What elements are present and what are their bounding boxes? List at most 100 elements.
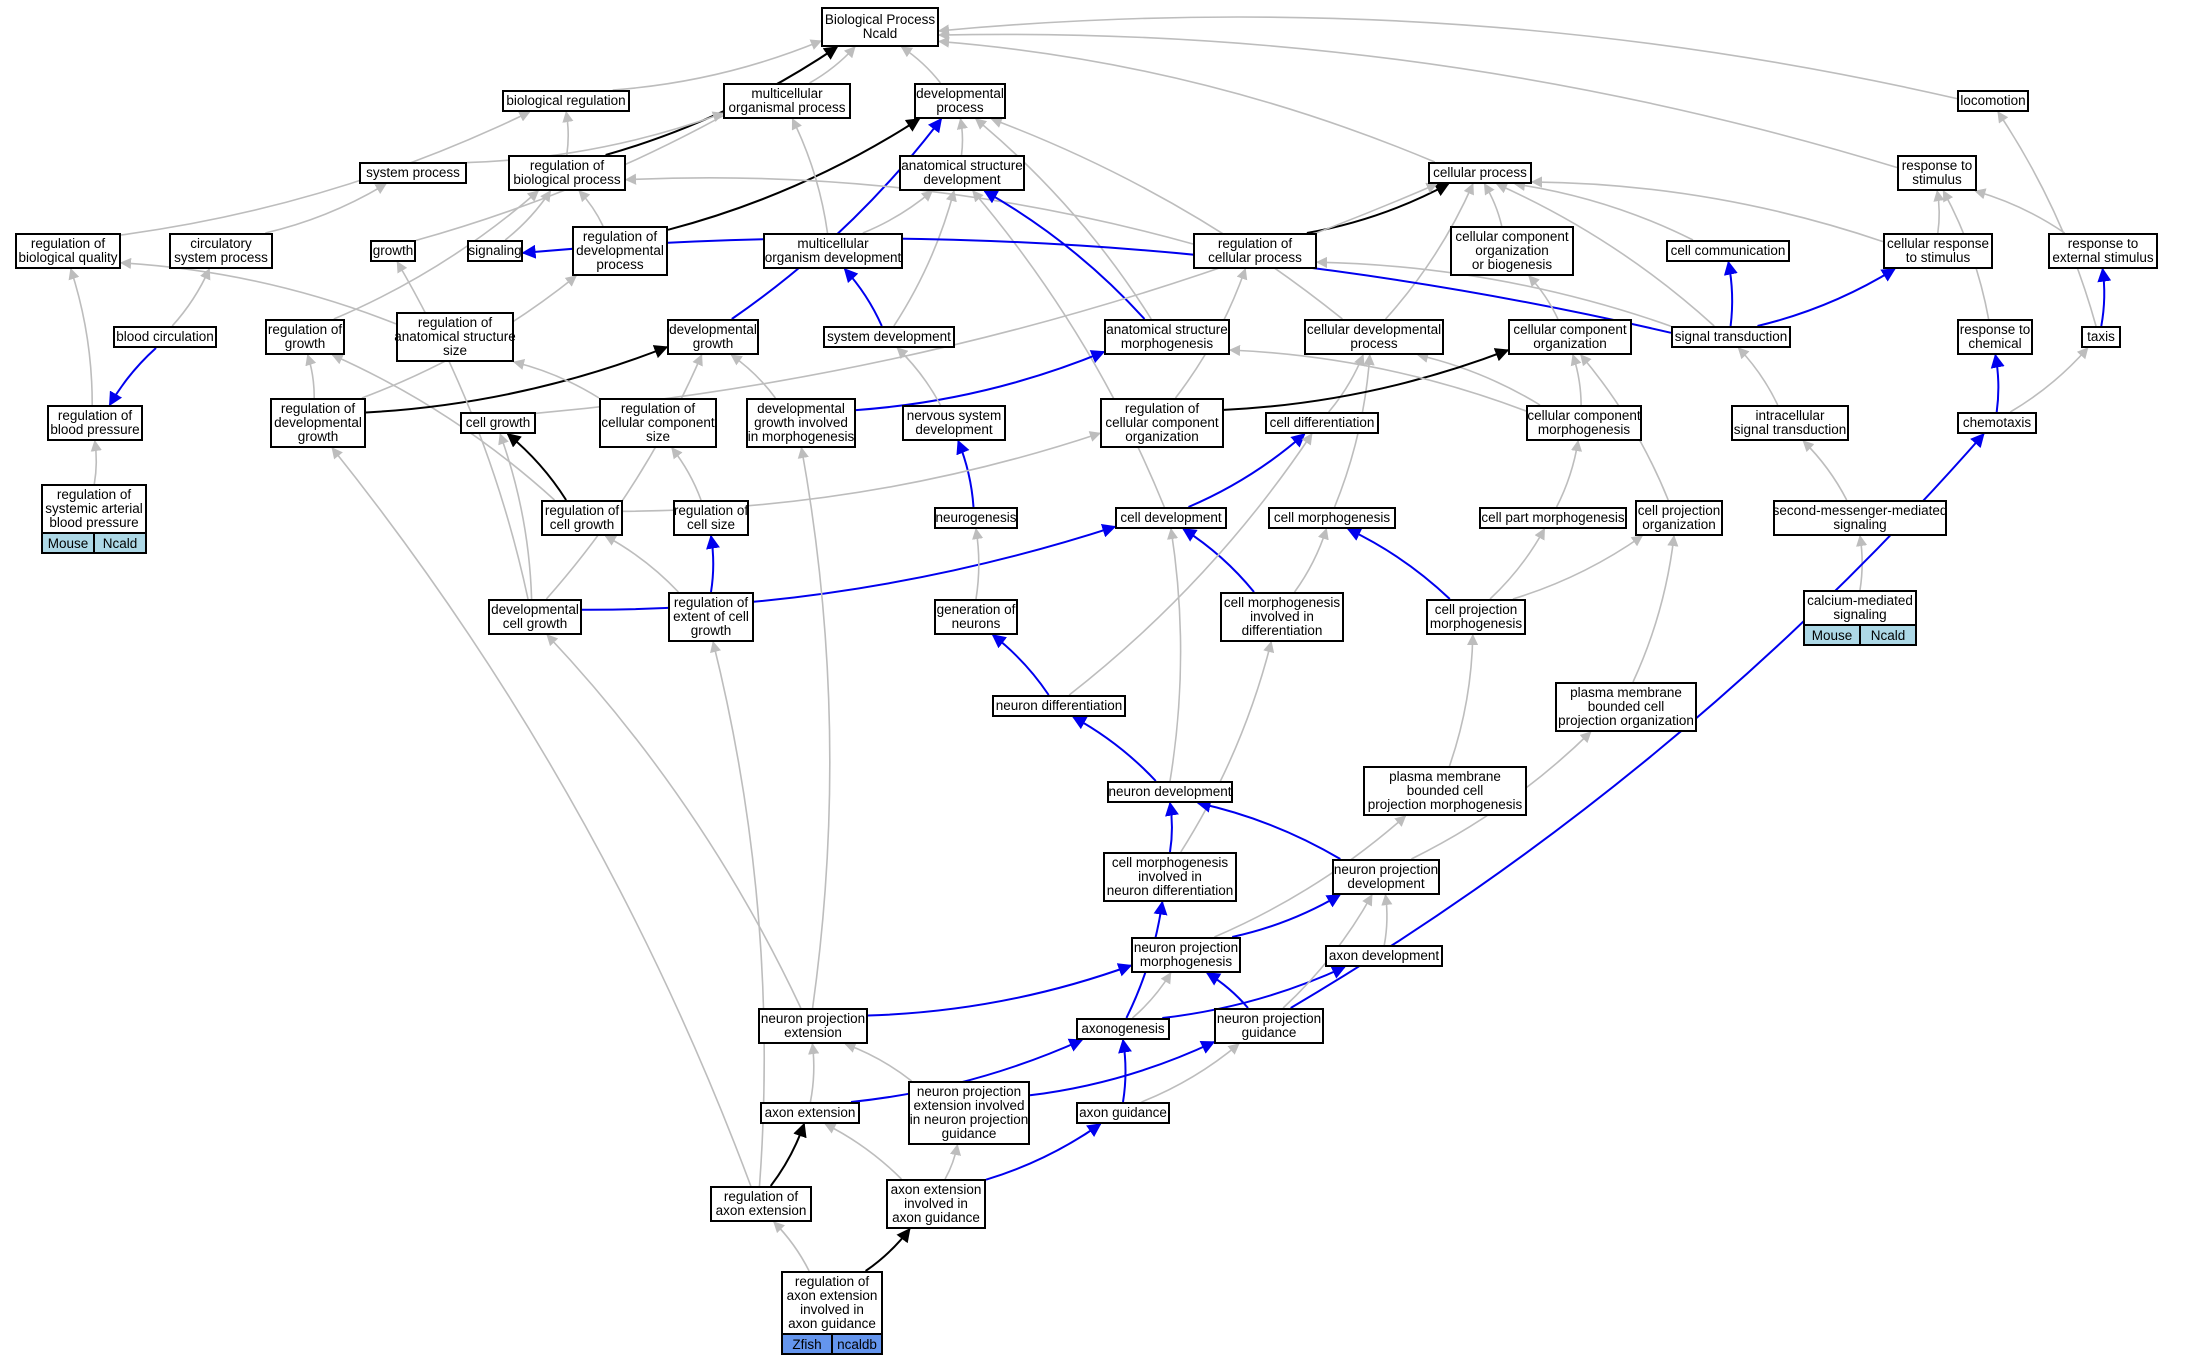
- go-term-chemo[interactable]: chemotaxis: [1957, 412, 2037, 434]
- go-term-bc[interactable]: blood circulation: [113, 326, 217, 348]
- go-term-sd[interactable]: system development: [823, 326, 955, 348]
- edge-ccomm-to-cellp: [1513, 179, 1694, 241]
- edge-ist-to-st: [1737, 347, 1779, 406]
- go-term-axg[interactable]: axonogenesis: [1076, 1018, 1170, 1040]
- go-term-label: development: [915, 422, 993, 437]
- go-term-sysp[interactable]: system process: [359, 162, 467, 184]
- go-term-cdiff[interactable]: cell differentiation: [1265, 412, 1379, 434]
- go-term-st[interactable]: signal transduction: [1671, 326, 1791, 348]
- go-term-neurog[interactable]: neurogenesis: [934, 507, 1018, 529]
- go-term-label: generation of: [936, 602, 1016, 617]
- go-term-label: regulation of: [620, 401, 696, 416]
- go-term-cmorph[interactable]: cell morphogenesis: [1268, 507, 1396, 529]
- go-term-axdev[interactable]: axon development: [1325, 945, 1443, 967]
- go-term-label: cell morphogenesis: [1223, 595, 1341, 610]
- go-term-label: regulation of: [56, 487, 132, 502]
- edge-cmind-to-ndev: [1165, 801, 1179, 853]
- go-term-growth[interactable]: growth: [370, 240, 416, 262]
- go-term-cg[interactable]: cell growth: [460, 412, 536, 434]
- go-term-cdev[interactable]: cell development: [1115, 507, 1227, 529]
- edge-npe-to-dgim: [797, 446, 831, 1009]
- edge-pmbcpm-to-cpmorph: [1448, 633, 1479, 767]
- go-term-cellp[interactable]: cellular process: [1428, 162, 1532, 184]
- go-term-ndev[interactable]: neuron development: [1107, 781, 1233, 803]
- go-term-taxis[interactable]: taxis: [2081, 326, 2121, 348]
- go-term-label: circulatory: [190, 236, 252, 251]
- go-term-cpm[interactable]: cell part morphogenesis: [1479, 507, 1627, 529]
- go-term-breg[interactable]: biological regulation: [502, 90, 630, 112]
- edge-axdev-to-npd: [1381, 893, 1393, 946]
- go-term-label: nervous system: [906, 408, 1002, 423]
- edge-rdp-to-rbp: [578, 190, 604, 227]
- go-term-axgd[interactable]: axon guidance: [1076, 1102, 1170, 1124]
- edge-cpmorph-to-cmorph: [1346, 528, 1451, 600]
- go-term-ccomm[interactable]: cell communication: [1666, 240, 1790, 262]
- go-term-label: neurons: [951, 616, 1001, 631]
- edge-asm-to-asd: [983, 190, 1146, 320]
- go-term-label: involved in: [1250, 609, 1314, 624]
- go-term-label: to stimulus: [1905, 250, 1971, 265]
- go-term-signaling[interactable]: signaling: [467, 240, 523, 262]
- edge-sd-to-asd: [893, 189, 957, 327]
- edge-ccob-to-cellp: [1483, 183, 1503, 227]
- go-term-loco[interactable]: locomotion: [1957, 90, 2029, 112]
- edge-chemo-to-rtc: [1990, 353, 2005, 413]
- go-term-label: signal transduction: [1733, 422, 1847, 437]
- edge-ndiff-to-cdiff: [1068, 433, 1313, 696]
- go-term-axe[interactable]: axon extension: [760, 1102, 860, 1124]
- go-term-ndiff[interactable]: neuron differentiation: [992, 695, 1126, 717]
